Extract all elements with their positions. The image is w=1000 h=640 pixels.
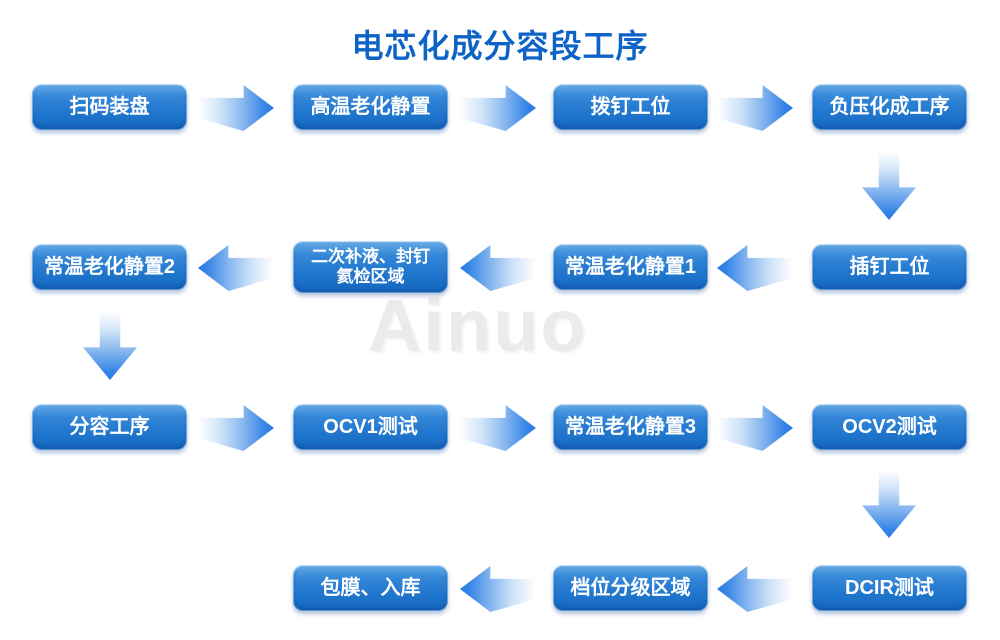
node-rt-aging-3: 常温老化静置3: [553, 404, 708, 450]
node-label: 扫码装盘: [69, 95, 150, 118]
flow-arrow-left-icon: [460, 566, 536, 612]
node-label: 拨钉工位: [590, 95, 671, 118]
node-scan-load: 扫码装盘: [32, 84, 187, 130]
flow-arrow-right-icon: [717, 405, 793, 451]
flow-arrow-right-icon: [460, 405, 536, 451]
flow-arrow-right-icon: [460, 85, 536, 131]
flow-arrow-down-icon: [83, 312, 137, 380]
flow-arrow-down-icon: [862, 470, 916, 538]
node-label: 高温老化静置: [310, 95, 431, 118]
node-high-temp-aging: 高温老化静置: [293, 84, 448, 130]
node-pin-removal: 拨钉工位: [553, 84, 708, 130]
node-ocv1-test: OCV1测试: [293, 404, 448, 450]
node-vacuum-formation: 负压化成工序: [812, 84, 967, 130]
node-label: 插钉工位: [849, 255, 930, 278]
node-wrap-warehouse: 包膜、入库: [293, 565, 448, 611]
node-ocv2-test: OCV2测试: [812, 404, 967, 450]
flow-arrow-right-icon: [198, 85, 274, 131]
node-capacity-grading: 分容工序: [32, 404, 187, 450]
page-title: 电芯化成分容段工序: [351, 28, 649, 64]
node-label: 负压化成工序: [829, 95, 950, 118]
node-dcir-test: DCIR测试: [812, 565, 967, 611]
node-label: 档位分级区域: [570, 576, 691, 599]
node-label: 常温老化静置1: [564, 255, 697, 278]
node-label: DCIR测试: [845, 576, 934, 599]
node-label: OCV1测试: [323, 415, 418, 438]
node-pin-insertion: 插钉工位: [812, 244, 967, 290]
node-label: 常温老化静置3: [564, 415, 697, 438]
ainuo-watermark: Ainuo: [368, 284, 588, 367]
node-grade-classification: 档位分级区域: [553, 565, 708, 611]
node-label: 分容工序: [69, 415, 150, 438]
node-label: 包膜、入库: [320, 576, 421, 599]
flow-arrow-right-icon: [717, 85, 793, 131]
node-refill-seal-helium: 二次补液、封钉 氦检区域: [293, 241, 448, 293]
node-rt-aging-1: 常温老化静置1: [553, 244, 708, 290]
node-rt-aging-2: 常温老化静置2: [32, 244, 187, 290]
node-label-line1: 二次补液、封钉: [311, 247, 430, 267]
flow-arrow-left-icon: [717, 566, 793, 612]
node-label-line2: 氦检区域: [336, 267, 405, 286]
node-label: 常温老化静置2: [43, 255, 176, 278]
flow-arrow-right-icon: [198, 405, 274, 451]
flow-arrow-left-icon: [717, 245, 793, 291]
node-label: OCV2测试: [842, 415, 937, 438]
flow-arrow-left-icon: [198, 245, 274, 291]
flow-arrow-down-icon: [862, 152, 916, 220]
